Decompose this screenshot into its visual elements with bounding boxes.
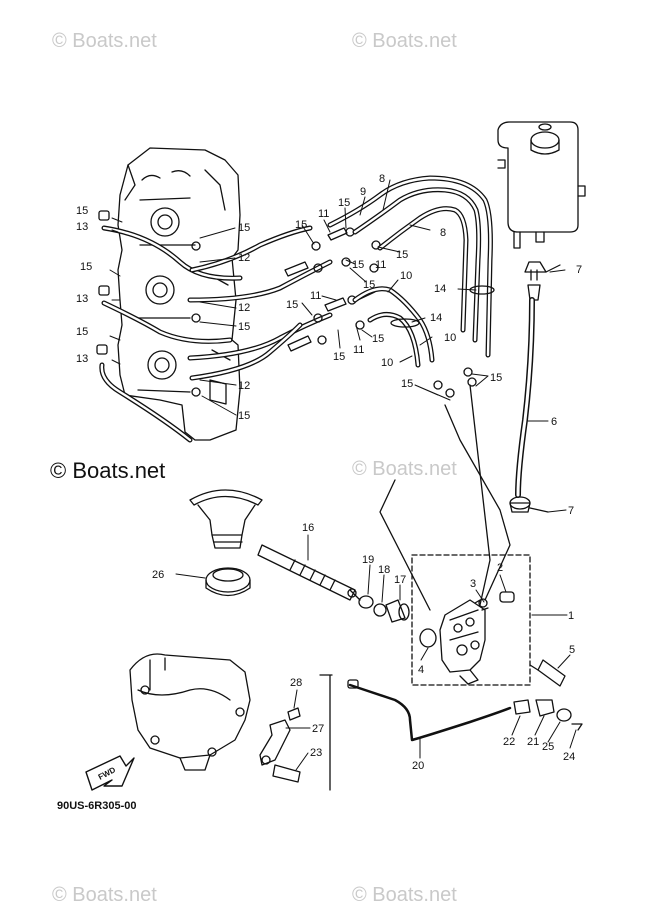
callout-15: 15: [401, 378, 413, 390]
callout-11: 11: [318, 208, 329, 220]
callout-13: 13: [76, 353, 88, 365]
callout-26: 26: [152, 569, 164, 581]
diagram-code: 90US-6R305-00: [57, 800, 137, 812]
callout-10: 10: [400, 270, 412, 282]
callout-11: 11: [310, 290, 321, 302]
callout-11: 11: [353, 344, 364, 356]
callout-15: 15: [80, 261, 92, 273]
callout-21: 21: [527, 736, 539, 748]
callout-6: 6: [551, 416, 557, 428]
callout-7: 7: [568, 505, 574, 517]
callout-3: 3: [470, 578, 476, 590]
callout-23: 23: [310, 747, 322, 759]
callout-15: 15: [238, 321, 250, 333]
callout-15: 15: [333, 351, 345, 363]
fwd-label: FWD: [97, 765, 118, 782]
watermark-middle-right: © Boats.net: [352, 458, 457, 480]
callout-25: 25: [542, 741, 554, 753]
callout-15: 15: [372, 333, 384, 345]
callout-15: 15: [352, 259, 364, 271]
callout-1: 1: [568, 610, 574, 622]
callout-4: 4: [418, 664, 424, 676]
callout-5: 5: [569, 644, 575, 656]
callout-24: 24: [563, 751, 575, 763]
callout-20: 20: [412, 760, 424, 772]
callout-15: 15: [238, 222, 250, 234]
callout-8: 8: [379, 173, 385, 185]
cylinder-block-illustration: [117, 147, 241, 441]
callout-15: 15: [295, 219, 307, 231]
callout-14: 14: [430, 312, 442, 324]
callout-22: 22: [503, 736, 515, 748]
callout-15: 15: [76, 326, 88, 338]
oil-tank-illustration: [497, 121, 586, 249]
callout-8: 8: [440, 227, 446, 239]
callout-15: 15: [396, 249, 408, 261]
callout-11: 11: [375, 259, 386, 271]
callout-14: 14: [434, 283, 446, 295]
callout-15: 15: [76, 205, 88, 217]
watermark-top-left: © Boats.net: [52, 30, 157, 52]
callout-2: 2: [497, 562, 503, 574]
callout-19: 19: [362, 554, 374, 566]
callout-15: 15: [238, 410, 250, 422]
watermark-top-right: © Boats.net: [352, 30, 457, 52]
callout-13: 13: [76, 293, 88, 305]
callout-13: 13: [76, 221, 88, 233]
callout-12: 12: [238, 302, 250, 314]
callout-16: 16: [302, 522, 314, 534]
watermark-bottom-left: © Boats.net: [52, 884, 157, 906]
callout-15: 15: [363, 279, 375, 291]
watermark-bottom-right: © Boats.net: [352, 884, 457, 906]
watermark-middle-left: © Boats.net: [50, 458, 166, 483]
oil-pump-illustration: [419, 599, 486, 685]
callout-28: 28: [290, 677, 302, 689]
callout-9: 9: [360, 186, 366, 198]
callout-10: 10: [444, 332, 456, 344]
callout-15: 15: [286, 299, 298, 311]
callout-7: 7: [576, 264, 582, 276]
callout-12: 12: [238, 252, 250, 264]
callout-27: 27: [312, 723, 324, 735]
callout-15: 15: [338, 197, 350, 209]
callout-10: 10: [381, 357, 393, 369]
callout-12: 12: [238, 380, 250, 392]
callout-15: 15: [490, 372, 502, 384]
callout-17: 17: [394, 574, 406, 586]
callout-18: 18: [378, 564, 390, 576]
